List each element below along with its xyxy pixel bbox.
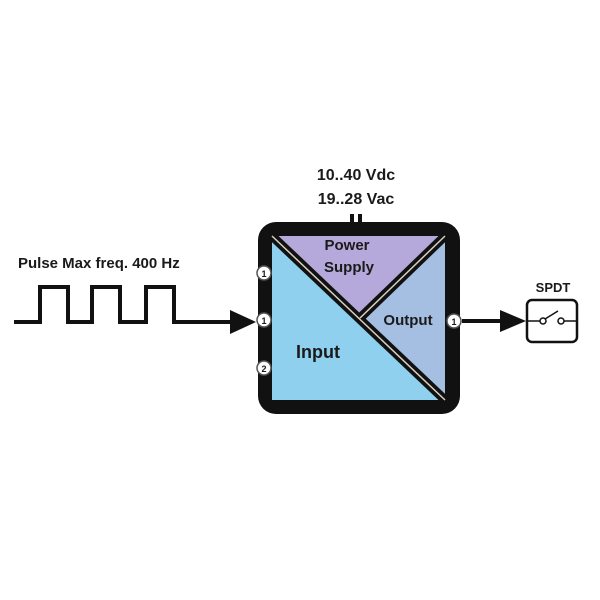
output-section	[360, 236, 445, 400]
input-label: Input	[296, 342, 340, 362]
power-label-1: Power	[324, 237, 369, 254]
svg-text:1: 1	[451, 317, 456, 327]
supply-terminal	[350, 214, 354, 224]
supply-terminal	[358, 214, 362, 224]
power-supply-section	[272, 236, 445, 318]
supply-ac-label: 19..28 Vac	[318, 191, 395, 208]
input-arrow-head	[230, 310, 256, 334]
svg-text:1: 1	[261, 269, 266, 279]
signal-label: Pulse Max freq. 400 Hz	[18, 255, 180, 272]
output-label: Output	[383, 312, 432, 329]
terminal-in-top: 1	[256, 265, 272, 281]
power-label-2: Supply	[324, 259, 375, 276]
relay-label: SPDT	[536, 280, 571, 295]
terminal-in-mid: 1	[256, 312, 272, 328]
terminal-in-bottom: 2	[256, 360, 272, 376]
svg-text:2: 2	[261, 364, 266, 374]
spdt-relay-icon	[525, 298, 579, 344]
output-arrow-head	[500, 310, 526, 332]
pulse-waveform	[14, 285, 235, 324]
converter-block: Power Supply Input Output	[258, 222, 460, 414]
svg-text:1: 1	[261, 316, 266, 326]
supply-dc-label: 10..40 Vdc	[317, 167, 395, 184]
terminal-out: 1	[446, 313, 462, 329]
